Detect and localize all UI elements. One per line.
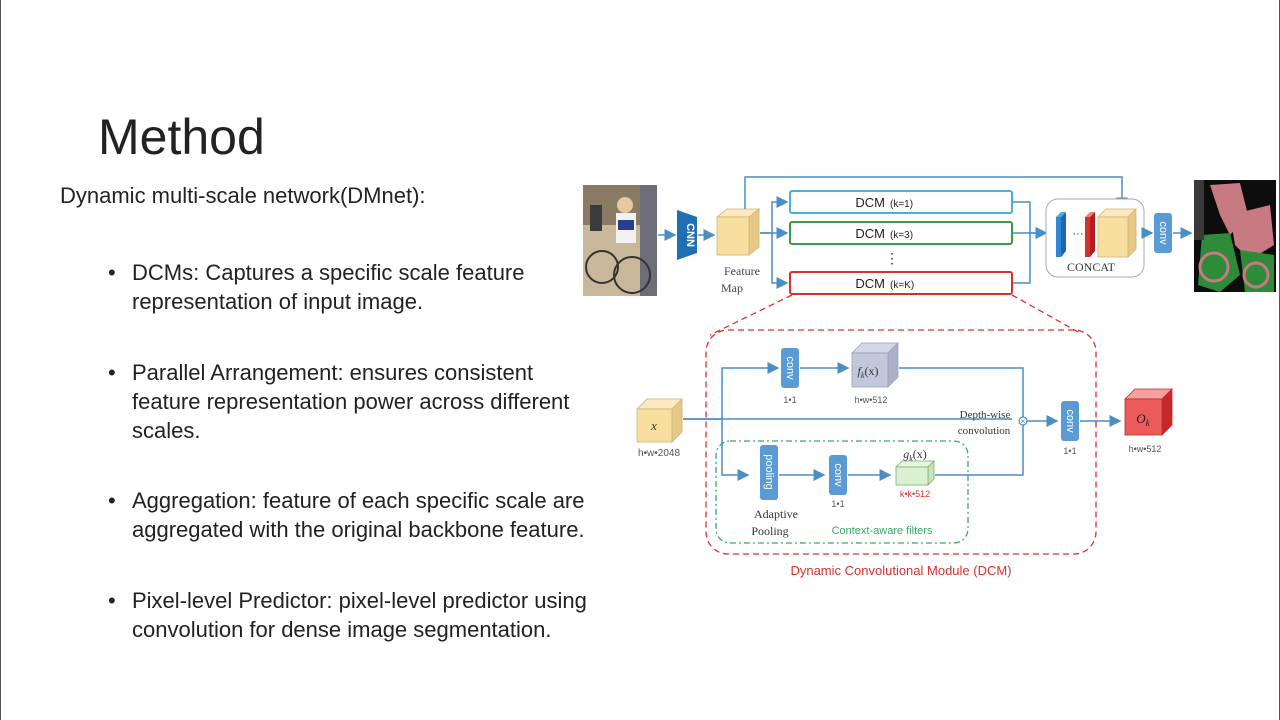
pooling-block <box>760 445 778 500</box>
dcm-kk-param: (k=K) <box>890 280 914 291</box>
zoom-line-right <box>1011 294 1081 334</box>
bullet-dot: • <box>108 488 116 513</box>
ok-dims: h•w•512 <box>1129 444 1162 454</box>
dcm-k1-name: DCM <box>855 195 885 210</box>
context-aware-label: Context-aware filters <box>832 525 933 537</box>
dcm-block-k1 <box>789 190 1013 214</box>
ok-label: O <box>1136 411 1146 426</box>
conv-top-block <box>781 348 799 388</box>
cnn-block <box>677 210 697 260</box>
conv-mid-dims: 1•1 <box>831 499 844 509</box>
fk-sub: k <box>861 371 865 380</box>
arrow <box>1013 233 1031 284</box>
feature-map-label-line2: Map <box>721 281 743 295</box>
bullet-line: representation of input image. <box>132 289 424 314</box>
final-conv-label: conv <box>1157 221 1169 245</box>
bullet-dot: • <box>108 260 116 285</box>
context-aware-container <box>715 440 969 544</box>
bullet-item-predictor: • Pixel-level Predictor: pixel-level pre… <box>108 586 672 644</box>
concat-red-slab <box>1085 217 1090 257</box>
depthwise-label-line2: convolution <box>958 425 1011 437</box>
fk-cube <box>851 342 899 388</box>
svg-text:gk(x): gk(x) <box>903 447 927 463</box>
arrow <box>760 196 789 234</box>
final-conv-block <box>1154 213 1172 253</box>
dcm-block-kk <box>789 271 1013 295</box>
dcm-k3-name: DCM <box>855 226 885 241</box>
concat-yellow-cube <box>1097 216 1129 258</box>
arrow <box>771 233 789 289</box>
arrow <box>1013 201 1048 239</box>
slide-title: Method <box>98 108 265 165</box>
bullet-line: Parallel Arrangement: ensures consistent <box>132 360 534 385</box>
bullet-dot: • <box>108 588 116 613</box>
input-image <box>583 185 657 296</box>
pooling-label: pooling <box>763 454 775 489</box>
arrow <box>721 419 750 481</box>
fk-label: f <box>858 364 863 378</box>
gk-sub: k <box>909 454 913 463</box>
dmnet-diagram: CNN Feature Map DCM (k=1) DCM (k=3) ⋮ DC… <box>580 175 1280 585</box>
dmnet-diagram-svg: CNN Feature Map DCM (k=1) DCM (k=3) ⋮ DC… <box>583 176 1276 578</box>
gk-cube <box>895 460 935 486</box>
feature-map-label-line1: Feature <box>724 264 760 278</box>
fk-dims: h•w•512 <box>855 395 888 405</box>
feature-map-cube <box>715 208 761 256</box>
bullet-line: Aggregation: feature of each specific sc… <box>132 488 585 513</box>
bullet-line: scales. <box>132 418 201 443</box>
svg-text:fk(x): fk(x) <box>858 364 879 380</box>
slide-subtitle: Dynamic multi-scale network(DMnet): <box>60 183 426 208</box>
gk-label: g <box>903 447 909 461</box>
conv-mid-label: conv <box>832 463 844 487</box>
dcm-module-caption: Dynamic Convolutional Module (DCM) <box>790 563 1011 578</box>
ok-cube <box>1124 388 1173 436</box>
conv-mid-block <box>829 455 847 495</box>
x-label: x <box>650 418 657 433</box>
dcm-module-container <box>705 329 1097 555</box>
depthwise-label-line1: Depth-wise <box>960 409 1011 421</box>
conv-out-dims: 1•1 <box>1063 446 1076 456</box>
svg-text:k•k•512: k•k•512 <box>900 489 930 499</box>
gk-arg: (x) <box>913 447 927 461</box>
arrow <box>899 367 1024 417</box>
bullet-item-dcms: • DCMs: Captures a specific scale featur… <box>108 258 672 316</box>
dcm-kk-name: DCM <box>855 276 885 291</box>
svg-text:Ok: Ok <box>1136 411 1150 428</box>
arrow <box>683 362 780 420</box>
x-dims: h•w•2048 <box>638 448 680 459</box>
bullet-item-parallel: • Parallel Arrangement: ensures consiste… <box>108 358 672 445</box>
bullet-dot: • <box>108 360 116 385</box>
zoom-line-left <box>709 294 793 336</box>
concat-label: CONCAT <box>1067 260 1116 274</box>
bullet-line: Pixel-level Predictor: pixel-level predi… <box>132 588 587 613</box>
skip-connection-arrow <box>744 176 1128 210</box>
conv-top-dims: 1•1 <box>783 395 796 405</box>
gk-dims: k•k•512 <box>900 489 930 499</box>
ok-sub: k <box>1146 418 1151 428</box>
arrow <box>935 425 1024 476</box>
dcm-k3-param: (k=3) <box>890 230 913 241</box>
adaptive-pooling-line1: Adaptive <box>754 507 798 521</box>
fk-arg: (x) <box>864 364 878 378</box>
bullet-line: aggregated with the original backbone fe… <box>132 517 585 542</box>
bullet-item-aggregation: • Aggregation: feature of each specific … <box>108 486 672 544</box>
slide-border-left <box>0 0 1 720</box>
dcm-k1-param: (k=1) <box>890 199 913 210</box>
conv-top-label: conv <box>784 356 796 380</box>
bullet-line: convolution for dense image segmentation… <box>132 617 552 642</box>
cnn-label: CNN <box>684 223 696 247</box>
segmentation-output-image <box>1194 180 1276 292</box>
bullet-line: DCMs: Captures a specific scale feature <box>132 260 525 285</box>
concat-blue-slab <box>1056 217 1061 257</box>
adaptive-pooling-line2: Pooling <box>751 524 788 538</box>
bullet-line: feature representation power across diff… <box>132 389 570 414</box>
input-x-cube <box>636 398 683 443</box>
vertical-ellipsis: ⋮ <box>885 250 899 266</box>
concat-dots: ··· <box>1073 228 1084 240</box>
dcm-block-k3 <box>789 221 1013 245</box>
svg-text:×: × <box>1021 417 1026 426</box>
conv-out-label: conv <box>1064 409 1076 433</box>
conv-out-block <box>1061 401 1079 441</box>
